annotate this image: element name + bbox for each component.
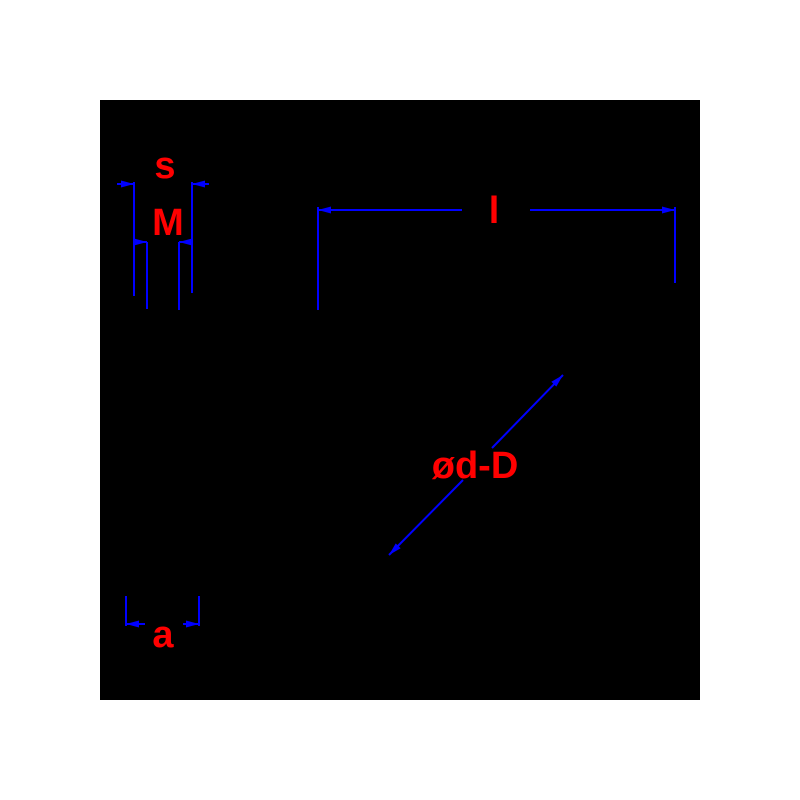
m-arrowhead-right-icon — [179, 238, 192, 246]
dimension-label-diameter: ød-D — [432, 445, 519, 487]
dimension-label-s: s — [154, 145, 175, 187]
dimension-label-l: l — [489, 190, 500, 232]
diameter-arrowhead-lower-icon — [389, 543, 401, 555]
dimension-label-m: M — [152, 202, 184, 244]
s-arrowhead-left-icon — [121, 180, 134, 188]
dimension-diameter: ød-D — [388, 374, 564, 556]
a-arrowhead-right-icon — [186, 620, 199, 628]
a-arrowhead-left-icon — [126, 620, 139, 628]
l-arrowhead-left-icon — [318, 206, 331, 214]
diameter-dim-line-upper — [491, 374, 564, 449]
l-arrowhead-right-icon — [662, 206, 675, 214]
diameter-dim-line-lower — [388, 479, 464, 556]
dimension-annotations: s M l — [117, 145, 676, 656]
technical-drawing-image: s M l — [100, 100, 700, 700]
m-arrowhead-left-icon — [134, 238, 147, 246]
diameter-arrowhead-upper-icon — [551, 375, 563, 387]
dimension-a: a — [125, 596, 200, 656]
dimension-m: M — [134, 202, 192, 310]
dimension-label-a: a — [152, 614, 174, 656]
dimension-l: l — [317, 190, 676, 310]
s-arrowhead-right-icon — [192, 180, 205, 188]
